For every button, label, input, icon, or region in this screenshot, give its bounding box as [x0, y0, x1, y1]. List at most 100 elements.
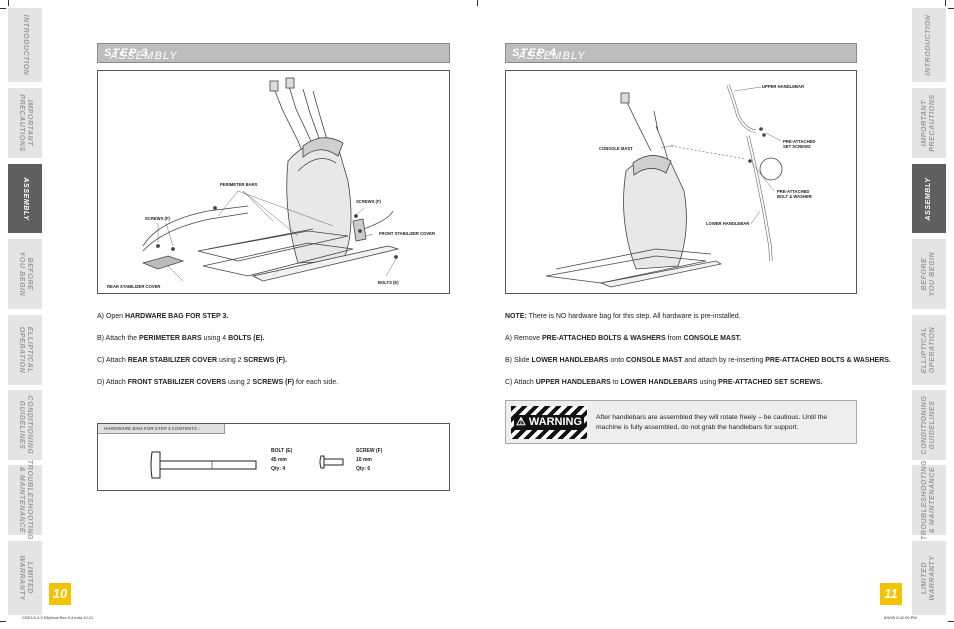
text: C) Attach	[97, 357, 128, 364]
left-tab-conditioning-guidelines[interactable]: CONDITIONING GUIDELINES	[8, 390, 42, 460]
step-3-illustration: PERIMETER BARS SCREWS (F) SCREWS (F) FRO…	[97, 70, 450, 294]
header-step: STEP 4	[512, 47, 557, 59]
text-bold: PERIMETER BARS	[139, 335, 202, 342]
left-tab-assembly[interactable]: ASSEMBLY	[8, 164, 42, 233]
header-prefix: ASSEMBLY	[518, 50, 586, 62]
text-bold: HARDWARE BAG FOR STEP 3.	[125, 313, 229, 320]
tab-label: BEFORE YOU BEGIN	[18, 251, 33, 297]
text-bold: LOWER HANDLEBARS	[531, 357, 609, 364]
left-tab-before-you-begin[interactable]: BEFORE YOU BEGIN	[8, 239, 42, 309]
crop-mark	[945, 0, 946, 6]
tab-label: INTRODUCTION	[22, 14, 29, 76]
right-tab-troubleshooting[interactable]: TROUBLESHOOTING & MAINTENANCE	[912, 460, 946, 540]
crop-mark	[0, 621, 6, 622]
tab-label: LIMITED WARRANTY	[18, 555, 33, 601]
instruction-line: D) Attach FRONT STABILIZER COVERS using …	[97, 378, 338, 387]
elliptical-base-drawing	[141, 77, 400, 282]
instruction-line: A) Remove PRE-ATTACHED BOLTS & WASHERS f…	[505, 334, 741, 343]
screw-f-drawing	[319, 455, 344, 469]
instruction-line: C) Attach REAR STABILIZER COVER using 2 …	[97, 356, 287, 365]
page-number-right: 11	[880, 583, 902, 605]
elliptical-handlebar-drawing	[545, 84, 783, 288]
crop-mark	[948, 8, 954, 9]
text-bold: SCREWS (F)	[252, 379, 295, 386]
crop-mark	[948, 621, 954, 622]
left-tab-introduction[interactable]: INTRODUCTION	[8, 8, 42, 82]
tab-label: IMPORTANT PRECAUTIONS	[921, 94, 936, 152]
step-4-header: ASSEMBLY STEP 4	[505, 43, 857, 63]
header-prefix: ASSEMBLY	[110, 50, 178, 62]
tab-label: INTRODUCTION	[925, 14, 932, 76]
callout-perimeter-bars: PERIMETER BARS	[220, 182, 258, 187]
tab-label: TROUBLESHOOTING & MAINTENANCE	[18, 459, 33, 541]
left-tab-troubleshooting[interactable]: TROUBLESHOOTING & MAINTENANCE	[8, 460, 42, 540]
warning-stripes: ⚠ WARNING	[511, 406, 587, 439]
page-number-left: 10	[49, 583, 71, 605]
text: A) Remove	[505, 335, 542, 342]
screw-qty: Qty: 6	[356, 466, 371, 472]
screw-name: SCREW (F)	[356, 448, 383, 454]
hardware-bag-title: HARDWARE BAG FOR STEP 3 CONTENTS :	[98, 424, 225, 434]
callout-upper-handlebar: UPPER HANDLEBAR	[762, 84, 805, 89]
tab-label: CONDITIONING GUIDELINES	[921, 395, 936, 455]
text-bold: BOLTS (E).	[228, 335, 265, 342]
text-bold: UPPER HANDLEBARS	[535, 379, 611, 386]
note-line: NOTE: There is NO hardware bag for this …	[505, 312, 741, 321]
bolt-size: 45 mm	[271, 457, 287, 463]
text: B) Attach the	[97, 335, 140, 342]
right-tab-introduction[interactable]: INTRODUCTION	[912, 8, 946, 82]
right-tab-conditioning-guidelines[interactable]: CONDITIONING GUIDELINES	[912, 390, 946, 460]
instruction-line: B) Attach the PERIMETER BARS using 4 BOL…	[97, 334, 265, 343]
warning-line-2: machine is fully assembled, do not grab …	[596, 424, 799, 431]
text: C) Attach	[505, 379, 536, 386]
text-bold: LOWER HANDLEBARS	[620, 379, 698, 386]
text: using 4	[201, 335, 229, 342]
text-bold: PRE-ATTACHED SET SCREWS.	[718, 379, 823, 386]
bolt-e-drawing	[150, 451, 257, 479]
text-bold: REAR STABILIZER COVER	[127, 357, 218, 364]
right-tab-limited-warranty[interactable]: LIMITED WARRANTY	[912, 541, 946, 615]
text-bold: SCREWS (F).	[243, 357, 288, 364]
warning-line-1: After handlebars are assembled they will…	[596, 414, 828, 421]
left-tab-limited-warranty[interactable]: LIMITED WARRANTY	[8, 541, 42, 615]
screw-size: 10 mm	[356, 457, 372, 463]
instruction-line: A) Open HARDWARE BAG FOR STEP 3.	[97, 312, 228, 321]
crop-mark	[477, 0, 478, 6]
text-bold: FRONT STABILIZER COVERS	[127, 379, 226, 386]
bolt-qty: Qty: 4	[271, 466, 286, 472]
text: A) Open	[97, 313, 126, 320]
right-tab-assembly[interactable]: ASSEMBLY	[912, 164, 946, 233]
text-bold: CONSOLE MAST	[625, 357, 683, 364]
bolt-name: BOLT (E)	[271, 448, 293, 454]
callout-bolts-e: BOLTS (E)	[378, 280, 399, 285]
callout-pre-attached-bolt-washer: PRE-ATTACHED BOLT & WASHER	[777, 189, 812, 199]
tab-label: TROUBLESHOOTING & MAINTENANCE	[921, 459, 936, 541]
text: and attach by re-inserting	[682, 357, 766, 364]
footer-timestamp: 6/5/05 6:42:09 PM	[884, 615, 917, 620]
text: to	[610, 379, 621, 386]
left-tab-important-precautions[interactable]: IMPORTANT PRECAUTIONS	[8, 88, 42, 158]
instruction-line: B) Slide LOWER HANDLEBARS onto CONSOLE M…	[505, 356, 891, 365]
tab-label: LIMITED WARRANTY	[921, 555, 936, 601]
tab-label: BEFORE YOU BEGIN	[921, 251, 936, 297]
callout-screws-f-right: SCREWS (F)	[356, 199, 381, 204]
right-tab-elliptical-operation[interactable]: ELLIPTICAL OPERATION	[912, 315, 946, 385]
callout-rear-stabilizer-cover: REAR STABILIZER COVER	[107, 284, 161, 289]
text-bold: PRE-ATTACHED BOLTS & WASHERS	[541, 335, 666, 342]
right-tab-before-you-begin[interactable]: BEFORE YOU BEGIN	[912, 239, 946, 309]
left-tab-elliptical-operation[interactable]: ELLIPTICAL OPERATION	[8, 315, 42, 385]
tab-label: ELLIPTICAL OPERATION	[18, 326, 33, 374]
note-label: NOTE:	[505, 313, 527, 320]
right-tab-important-precautions[interactable]: IMPORTANT PRECAUTIONS	[912, 88, 946, 158]
callout-lower-handlebar: LOWER HANDLEBAR	[706, 221, 750, 226]
instruction-line: C) Attach UPPER HANDLEBARS to LOWER HAND…	[505, 378, 823, 387]
text: onto	[608, 357, 626, 364]
warning-badge: ⚠ WARNING	[514, 415, 584, 430]
callout-console-mast: CONSOLE MAST	[599, 146, 633, 151]
text: from	[665, 335, 684, 342]
hardware-bag-box: HARDWARE BAG FOR STEP 3 CONTENTS : BOLT …	[97, 423, 450, 491]
step-4-illustration: UPPER HANDLEBAR PRE-ATTACHED SET SCREWS …	[505, 70, 857, 294]
tab-label: ASSEMBLY	[925, 176, 932, 221]
callout-screws-f-left: SCREWS (F)	[145, 216, 170, 221]
text-bold: PRE-ATTACHED BOLTS & WASHERS.	[765, 357, 891, 364]
